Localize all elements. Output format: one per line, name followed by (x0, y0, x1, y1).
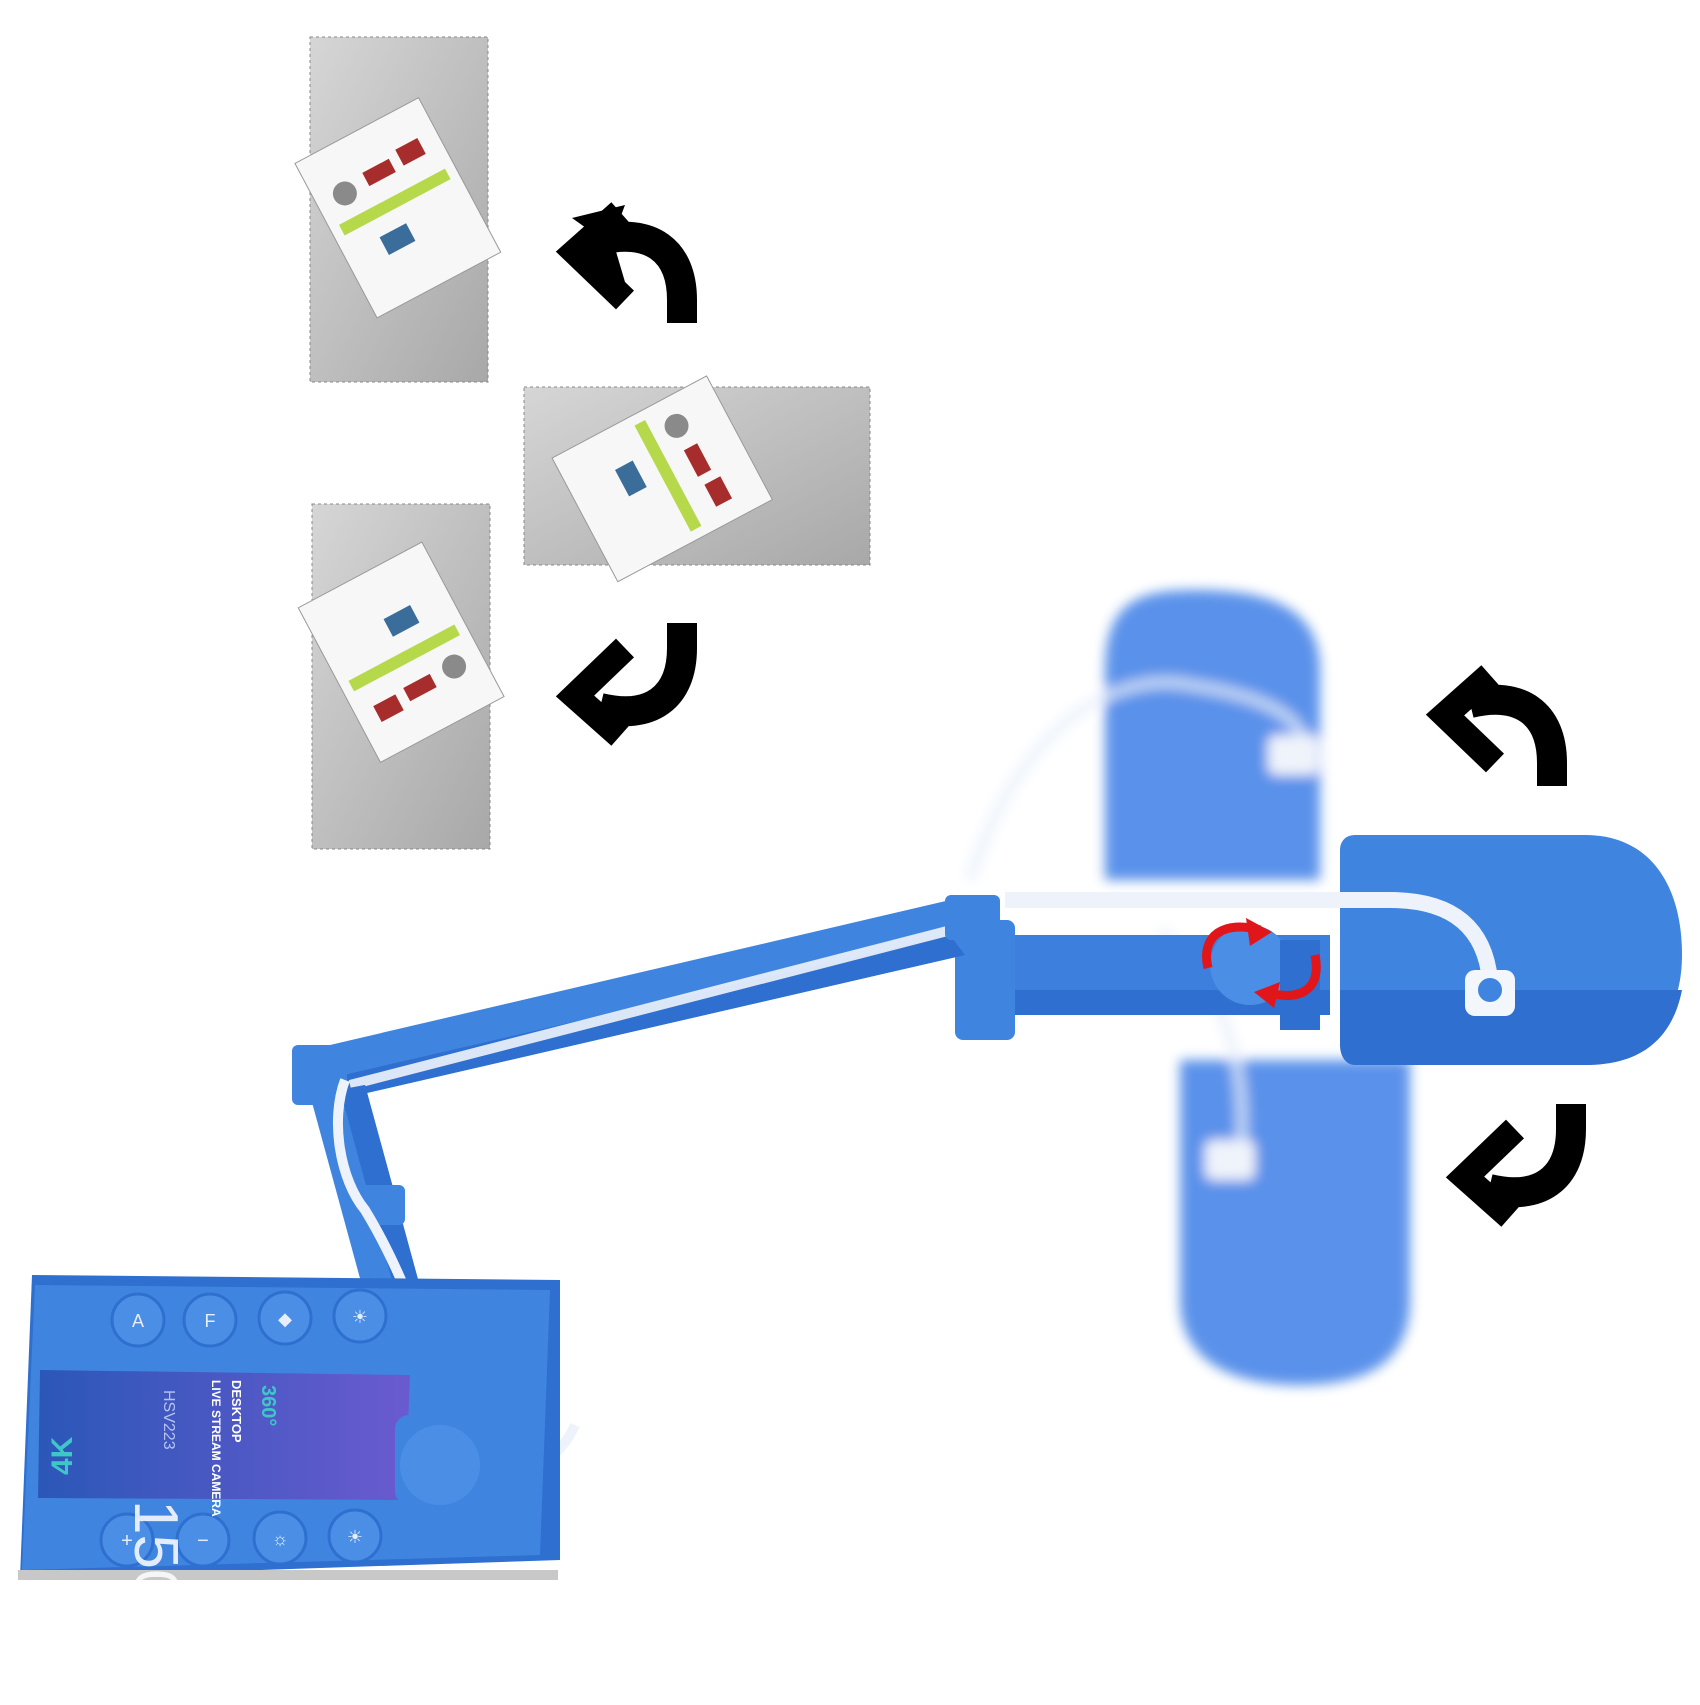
camera-head-motion-ghost (964, 590, 1410, 1385)
upper-arm (292, 895, 1000, 1105)
zoom-out-icon: − (197, 1530, 209, 1552)
base-button-mirror[interactable]: ◆ (257, 1290, 313, 1346)
base-button-light[interactable]: ☀ (332, 1288, 388, 1344)
model-code: HSV223 (160, 1390, 177, 1450)
rotate-arrow-left-top-icon (555, 202, 697, 323)
model-number: 1500 (121, 1500, 190, 1638)
light-icon: ☀ (352, 1307, 368, 1327)
document-thumbnail-top (294, 36, 502, 383)
mirror-icon: ◆ (278, 1309, 292, 1329)
swivel-rotation-arrow-icon (1202, 918, 1321, 1008)
product-line1: DESKTOP (229, 1380, 244, 1443)
brightness-up-icon: ☀ (347, 1527, 363, 1547)
rotate-arrow-right-bottom-icon (1445, 1104, 1586, 1227)
camera-base: A F ◆ ☀ + − ☼ ☀ (18, 1275, 560, 1638)
resolution-label: 4K (46, 1436, 79, 1475)
focus-a-icon: A (132, 1311, 144, 1331)
base-button-focus-a[interactable]: A (110, 1292, 166, 1348)
brightness-down-icon: ☼ (272, 1529, 289, 1549)
rotate-arrow-right-top-icon (1425, 665, 1567, 786)
camera-head (1005, 835, 1682, 1065)
rotate-arrow-left-bottom-icon (555, 623, 697, 746)
product-line2: LIVE STREAM CAMERA (209, 1380, 223, 1517)
focus-f-icon: F (205, 1311, 216, 1331)
document-thumbnail-middle (523, 375, 871, 583)
display-panel (38, 1370, 410, 1500)
degrees-label: 360° (257, 1385, 279, 1426)
document-thumbnail-bottom (297, 503, 505, 850)
base-button-focus-f[interactable]: F (182, 1292, 238, 1348)
base-button-brightness-down[interactable]: ☼ (252, 1510, 308, 1566)
base-button-zoom-in[interactable]: + (99, 1512, 155, 1568)
base-button-zoom-out[interactable]: − (175, 1512, 231, 1568)
base-button-brightness-up[interactable]: ☀ (327, 1508, 383, 1564)
zoom-in-icon: + (121, 1530, 133, 1552)
swivel-joint (955, 920, 1330, 1040)
